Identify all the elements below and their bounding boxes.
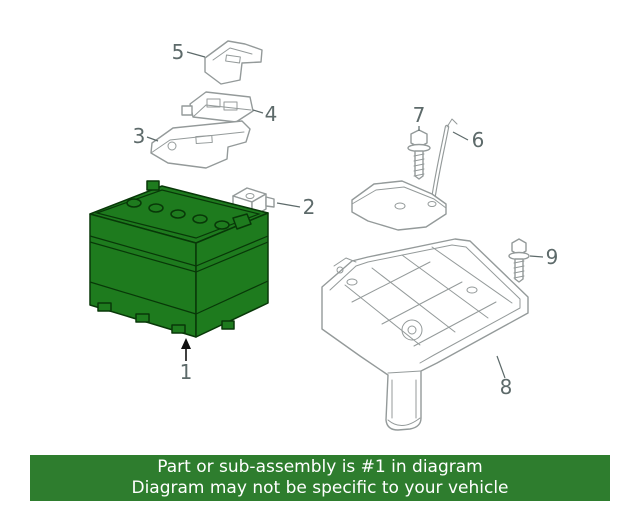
clamp-rod-hook xyxy=(446,118,458,128)
battery-bracket-hole xyxy=(167,141,177,151)
terminal-hole xyxy=(245,193,255,199)
battery-foot-1 xyxy=(97,302,112,312)
leader-4 xyxy=(252,109,264,114)
battery-lid-seam-2 xyxy=(89,241,269,273)
clamp-bracket-ridge xyxy=(351,186,447,209)
battery-band-side xyxy=(195,280,269,315)
battery-lid-seam-1 xyxy=(89,235,269,267)
disclaimer-banner: Part or sub-assembly is #1 in diagram Di… xyxy=(30,455,610,501)
fuse-block-tab xyxy=(181,105,193,116)
battery-lid-rim xyxy=(94,189,262,239)
battery-cap-5 xyxy=(214,220,230,230)
banner-line-2: Diagram may not be specific to your vehi… xyxy=(131,478,509,498)
battery-bracket-body xyxy=(150,120,251,169)
bolt9-threads xyxy=(513,260,525,279)
tray-ribs-b xyxy=(351,261,497,347)
tray-tab-hole xyxy=(336,266,344,274)
callout-8[interactable]: 8 xyxy=(500,375,513,399)
battery-post-pos xyxy=(232,213,252,230)
tray-boss-inner xyxy=(407,325,417,335)
callout-4[interactable]: 4 xyxy=(265,102,278,126)
terminal-lug xyxy=(265,196,275,208)
tray-hole-1 xyxy=(346,278,358,286)
cover-bracket-slot xyxy=(225,54,241,64)
fuse-block-relay-2 xyxy=(223,101,238,111)
part-fuse-block[interactable] xyxy=(181,91,254,123)
battery-cap-2 xyxy=(148,203,164,213)
tray-leg-foot xyxy=(387,417,421,426)
part-clamp-bolt[interactable] xyxy=(407,129,431,180)
leader-6 xyxy=(452,131,469,141)
clamp-bracket xyxy=(351,180,447,231)
tray-leg-top xyxy=(387,370,422,374)
leader-5 xyxy=(186,51,206,58)
clamp-rod-inner xyxy=(431,125,449,202)
arrow-up-icon xyxy=(181,338,191,349)
tray-hole-2 xyxy=(466,286,478,294)
battery-cap-3 xyxy=(170,209,186,219)
tray-tab xyxy=(333,257,357,267)
callout-5[interactable]: 5 xyxy=(172,40,185,64)
tray-boss-outer xyxy=(401,319,423,341)
tray-body xyxy=(321,238,529,431)
leader-9 xyxy=(529,255,544,258)
part-cover-bracket[interactable] xyxy=(204,40,263,85)
part-tray-bolt[interactable] xyxy=(508,238,530,283)
fuse-block-edge xyxy=(192,104,252,118)
leader-3 xyxy=(146,136,159,142)
battery-post-neg xyxy=(146,180,160,191)
fuse-block-relay-1 xyxy=(206,98,221,108)
part-battery[interactable] xyxy=(89,180,269,338)
clamp-bracket-hole-2 xyxy=(427,201,437,207)
callout-7[interactable]: 7 xyxy=(413,103,426,127)
bolt7-threads xyxy=(413,153,425,177)
tray-ribs-a xyxy=(344,246,513,346)
callout-3[interactable]: 3 xyxy=(133,124,146,148)
banner-line-1: Part or sub-assembly is #1 in diagram xyxy=(157,457,483,477)
part-hold-down-clamp[interactable] xyxy=(351,118,458,231)
callout-2[interactable]: 2 xyxy=(303,195,316,219)
battery-foot-2 xyxy=(135,313,150,323)
battery-foot-4 xyxy=(221,320,235,330)
battery-cap-4 xyxy=(192,214,208,224)
callout-6[interactable]: 6 xyxy=(472,128,485,152)
battery-band-front xyxy=(89,281,197,315)
battery-cap-1 xyxy=(126,198,142,208)
leader-2 xyxy=(276,202,301,208)
callout-1[interactable]: 1 xyxy=(180,360,193,384)
battery-bracket-fold xyxy=(150,131,245,154)
cover-bracket-fold-line xyxy=(212,47,253,61)
leader-8 xyxy=(496,355,506,379)
tray-leg-lines xyxy=(391,379,417,419)
clamp-bracket-hole-1 xyxy=(394,202,406,210)
part-battery-tray[interactable] xyxy=(321,238,529,431)
battery-foot-3 xyxy=(171,324,186,334)
part-battery-bracket[interactable] xyxy=(150,120,251,169)
tray-inner-rim xyxy=(329,244,521,364)
callout-9[interactable]: 9 xyxy=(546,245,559,269)
